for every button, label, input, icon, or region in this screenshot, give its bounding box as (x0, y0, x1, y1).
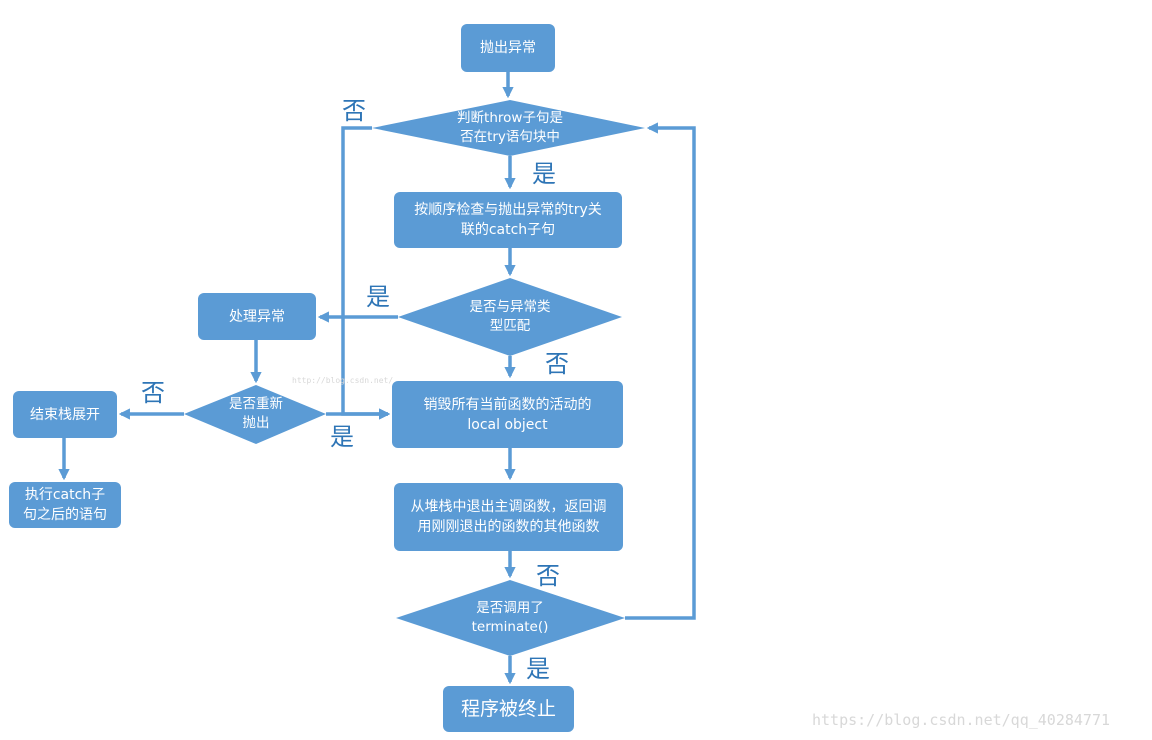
label-match-yes: 是 (366, 283, 390, 311)
node-exit-function: 从堆栈中退出主调函数，返回调 用刚刚退出的函数的其他函数 (394, 483, 623, 551)
label-rethrow-no: 否 (141, 379, 165, 407)
decision-terminate-shape (396, 580, 625, 656)
label-rethrow-yes: 是 (330, 423, 354, 451)
decision-type-match-label: 是否与异常类 型匹配 (469, 299, 551, 334)
decision-terminate-label: 是否调用了 terminate() (471, 600, 549, 635)
node-end-unwind: 结束栈展开 (13, 391, 117, 438)
label-terminate-yes: 是 (526, 655, 550, 683)
node-destroy-locals: 销毁所有当前函数的活动的 local object (392, 381, 623, 448)
decision-rethrow-label: 是否重新 抛出 (229, 396, 283, 431)
label-try-yes: 是 (532, 160, 556, 188)
label-try-no: 否 (342, 97, 366, 125)
node-program-terminated: 程序被终止 (443, 686, 574, 732)
label-terminate-no: 否 (536, 562, 560, 590)
decision-try-block-shape (372, 100, 645, 156)
decision-try-block-label: 判断throw子句是 否在try语句块中 (457, 110, 563, 145)
node-exec-after-catch: 执行catch子 句之后的语句 (9, 482, 121, 528)
node-check-catch: 按顺序检查与抛出异常的try关 联的catch子句 (394, 192, 622, 248)
edge-try-no-to-destroy (341, 126, 391, 420)
edge-terminate-no-loop (625, 122, 696, 620)
node-handle-exception: 处理异常 (198, 293, 316, 340)
watermark-center: http://blog.csdn.net/ (292, 376, 394, 385)
label-match-no: 否 (545, 350, 569, 378)
decision-type-match-shape (398, 278, 622, 356)
decision-rethrow-shape (184, 385, 326, 444)
watermark-corner: https://blog.csdn.net/qq_40284771 (812, 711, 1111, 729)
node-throw-exception: 抛出异常 (461, 24, 555, 72)
